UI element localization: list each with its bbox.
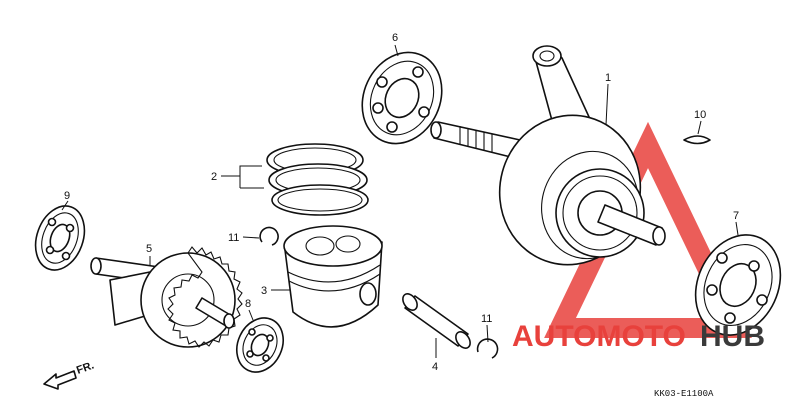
leader-lines <box>61 44 739 358</box>
circlip-11b[interactable] <box>476 338 499 359</box>
bearing-6[interactable] <box>348 39 457 156</box>
circlip-11a[interactable] <box>259 226 279 246</box>
callout-11a: 11 <box>228 232 239 244</box>
callout-11b: 11 <box>481 313 492 325</box>
callout-10: 10 <box>694 109 706 121</box>
bearing-8[interactable] <box>228 310 292 379</box>
watermark-text-part1: AUTOMOTO <box>512 320 686 353</box>
piston-3[interactable] <box>283 225 383 328</box>
callout-5: 5 <box>146 243 152 255</box>
piston-rings-2[interactable] <box>266 143 369 216</box>
crankshaft-1[interactable] <box>430 45 666 281</box>
key-10[interactable] <box>683 135 711 145</box>
callout-2: 2 <box>211 171 217 183</box>
balancer-shaft-5[interactable] <box>90 246 243 348</box>
piston-pin-4[interactable] <box>400 291 473 351</box>
callout-9: 9 <box>64 190 70 202</box>
callout-4: 4 <box>432 361 438 373</box>
front-indicator-label: FR. <box>75 359 96 376</box>
callout-8: 8 <box>245 298 251 310</box>
front-arrow-icon: FR. <box>43 359 96 390</box>
callout-7: 7 <box>733 210 739 222</box>
watermark-text-part2: HUB <box>700 320 765 353</box>
bearing-7[interactable] <box>680 221 796 349</box>
reference-code: KK03-E1100A <box>654 389 714 399</box>
callout-1: 1 <box>605 72 611 84</box>
callout-3: 3 <box>261 285 267 297</box>
callout-6: 6 <box>392 32 398 44</box>
bearing-9[interactable] <box>27 199 93 277</box>
